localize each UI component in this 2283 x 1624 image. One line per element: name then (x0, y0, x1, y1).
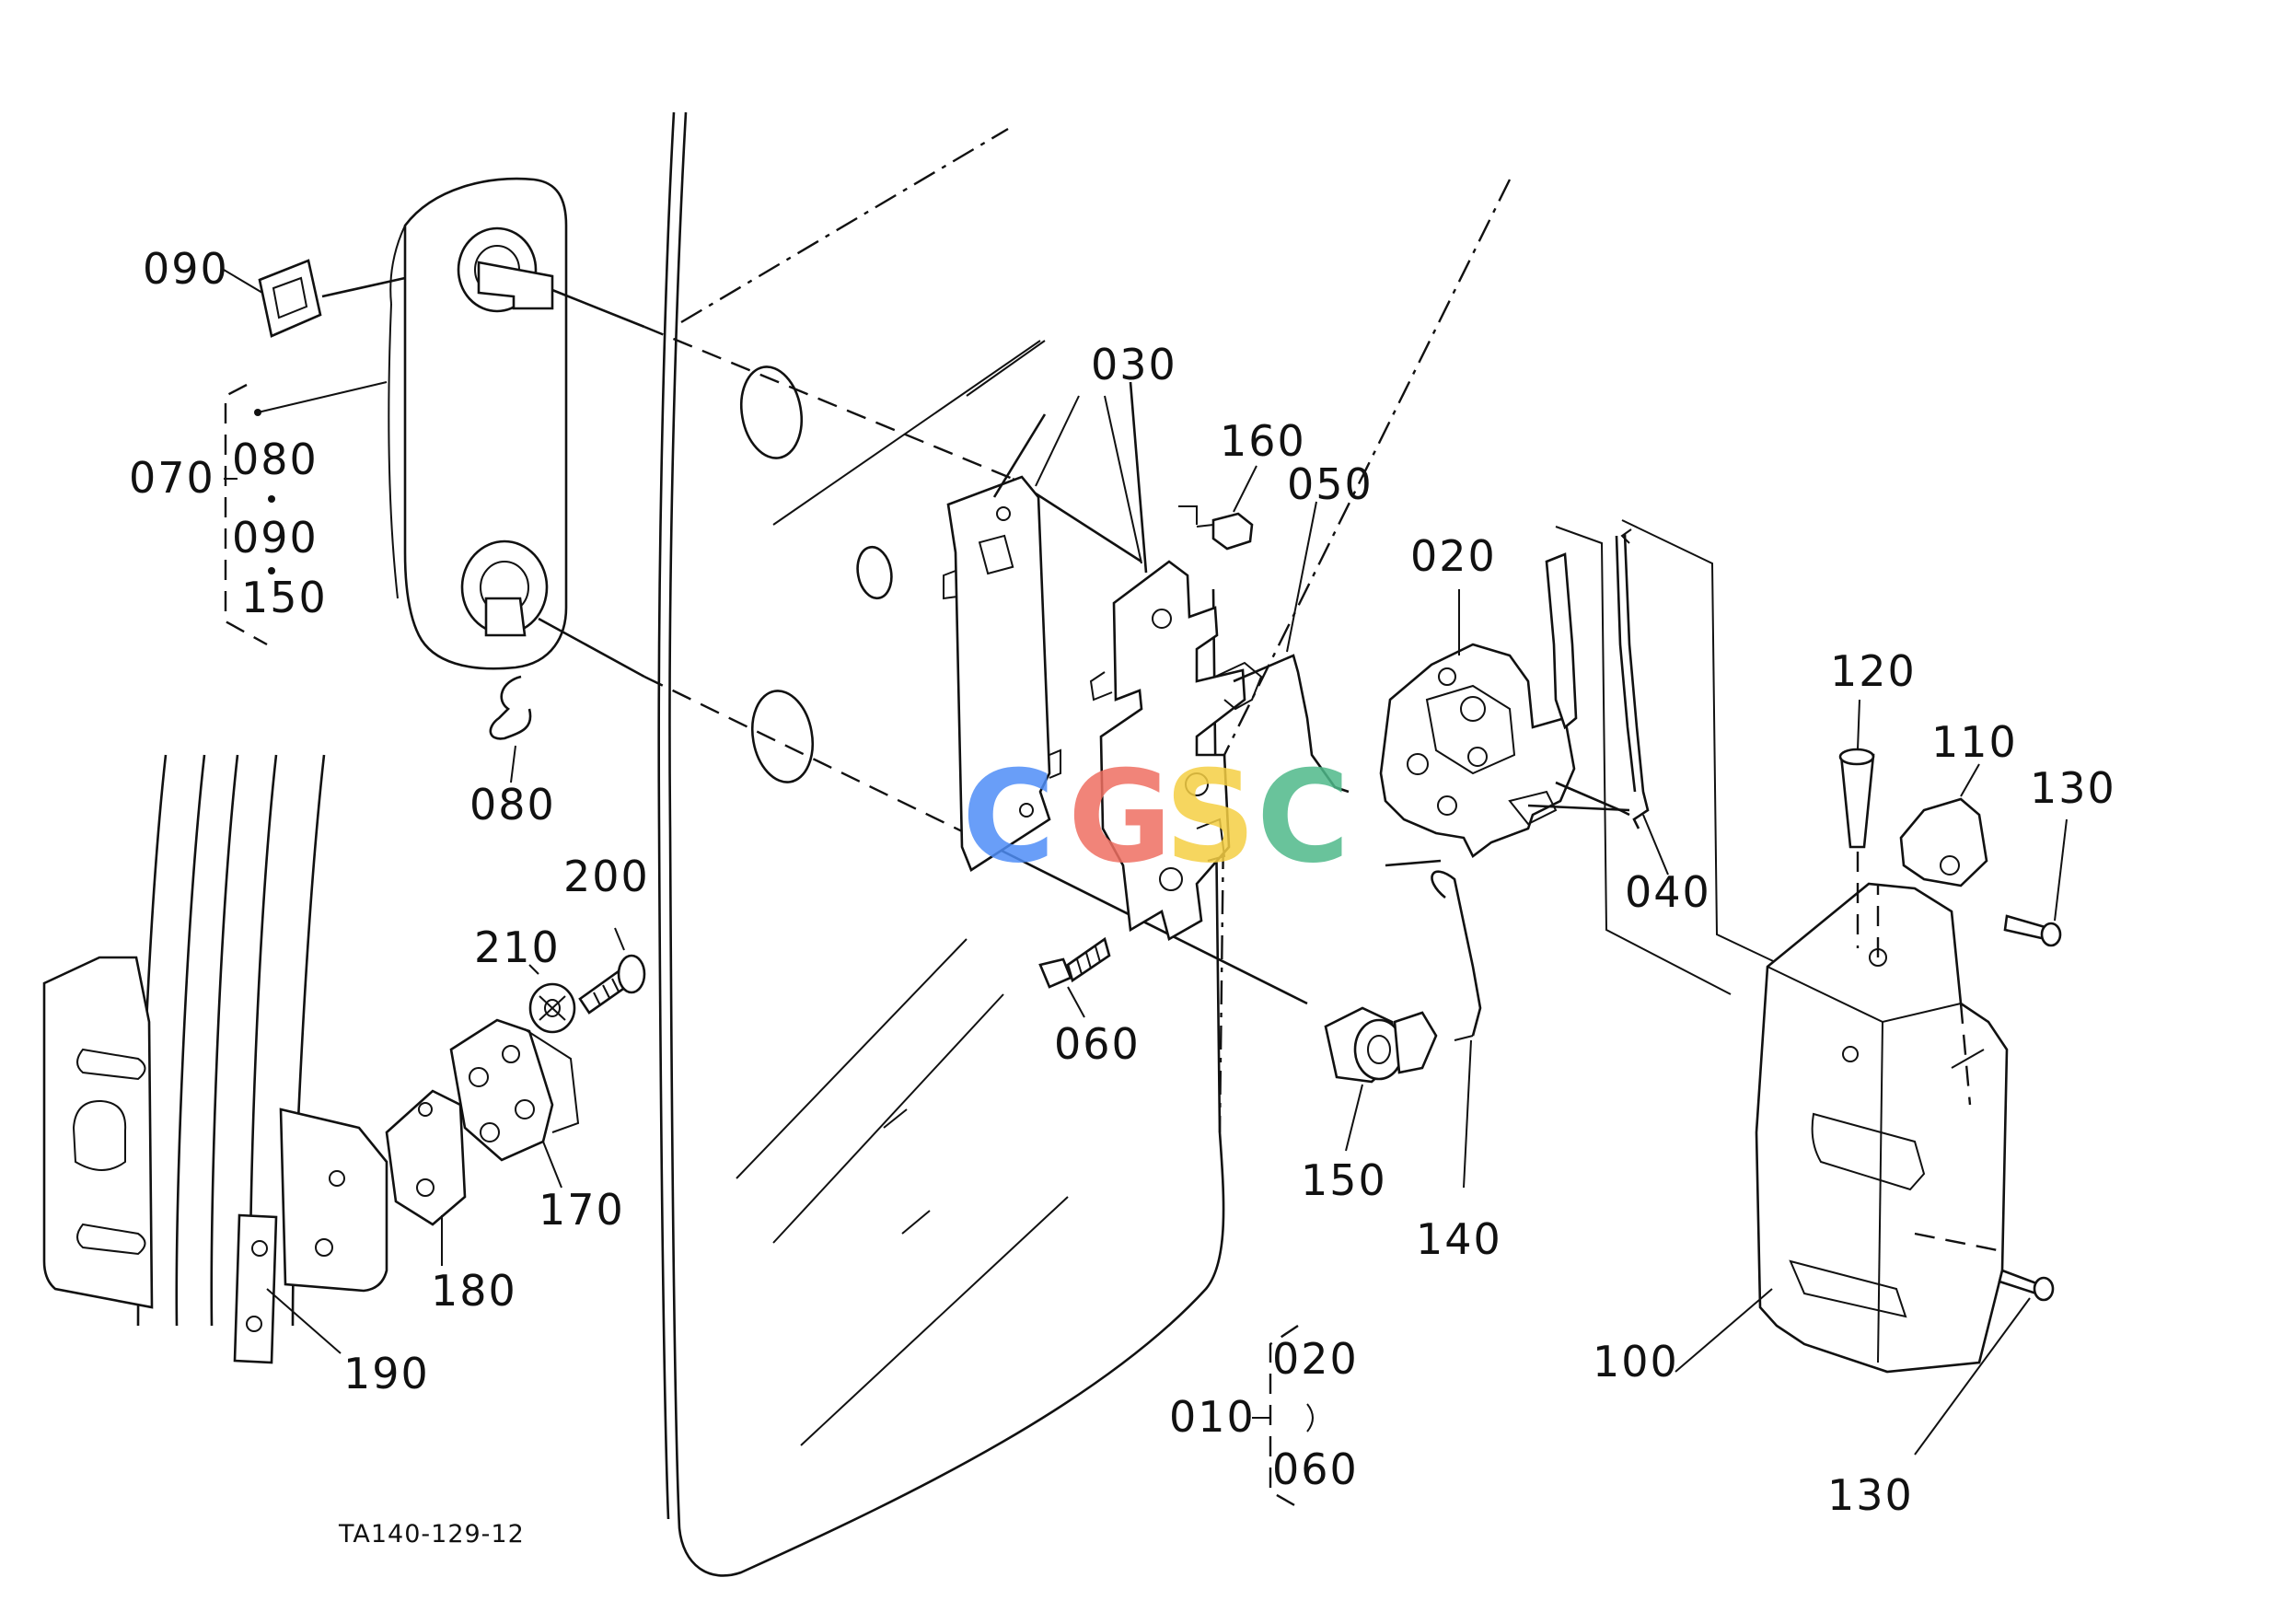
shim-180 (385, 1089, 467, 1266)
outer-door-handle-assembly (388, 177, 568, 670)
callout-210: 210 (474, 922, 561, 972)
callout-110: 110 (1931, 717, 2018, 767)
watermark-letter-c1: C (962, 743, 1055, 891)
callout-200: 200 (563, 852, 650, 901)
knob-110 (1899, 763, 1988, 887)
callout-170: 170 (539, 1185, 625, 1235)
striker-plate-190 (233, 1213, 342, 1364)
callout-010: 010 (1169, 1392, 1256, 1442)
bolt-200 (578, 927, 646, 1015)
drawing-code: TA140-129-12 (338, 1520, 525, 1549)
latch-base-plate-030 (943, 475, 1061, 872)
screw-130-top (2003, 818, 2068, 947)
door-glass-panel (657, 111, 1512, 1577)
key-lock-cylinder-150 (1324, 1006, 1438, 1152)
latch-cover-100 (1675, 882, 2009, 1374)
watermark-letter-s: S (1165, 743, 1256, 891)
control-rod-040 (1527, 519, 1805, 995)
latch-bracket-030 (992, 381, 1263, 941)
watermark-letter-c2: C (1257, 743, 1350, 891)
callout-090-group: 090 (232, 513, 319, 563)
callout-100: 100 (1593, 1337, 1679, 1386)
striker-bracket-170 (449, 1018, 580, 1189)
callout-140: 140 (1416, 1214, 1502, 1264)
callout-130-bottom: 130 (1827, 1470, 1914, 1520)
cab-frame-post (42, 754, 388, 1327)
door-latch-020 (1379, 552, 1630, 867)
square-washer-090 (223, 259, 406, 338)
callout-190: 190 (343, 1349, 430, 1398)
callout-150: 150 (1301, 1155, 1387, 1205)
watermark-logo: C G S C (962, 743, 1350, 891)
watermark-letter-g: G (1068, 743, 1172, 891)
callout-060: 060 (1054, 1019, 1141, 1069)
callout-180: 180 (431, 1266, 517, 1316)
callout-080-group: 080 (232, 435, 319, 484)
callout-130-top: 130 (2030, 763, 2116, 813)
callout-050: 050 (1287, 459, 1373, 509)
group-bracket-010 (1252, 1325, 1314, 1512)
group-bracket-070 (224, 381, 388, 646)
callout-060-group: 060 (1272, 1444, 1359, 1494)
washer-210 (528, 964, 576, 1034)
callout-160: 160 (1220, 416, 1306, 466)
link-rod-050 (1233, 501, 1350, 794)
retaining-clip-080 (489, 675, 532, 783)
callout-120: 120 (1830, 646, 1917, 696)
pin-120 (1838, 699, 1875, 948)
bolt-160 (1178, 465, 1257, 551)
callout-080-clip: 080 (469, 780, 556, 829)
callout-090: 090 (143, 244, 229, 294)
callout-020-group: 020 (1272, 1334, 1359, 1384)
screw-060 (1038, 936, 1111, 1018)
link-rod-140 (1431, 870, 1482, 1189)
callout-070: 070 (129, 453, 215, 503)
callout-150-group: 150 (241, 573, 328, 622)
callout-040: 040 (1625, 867, 1711, 917)
callout-020: 020 (1410, 531, 1497, 581)
callout-030: 030 (1091, 340, 1177, 389)
screw-130-bottom (1914, 1269, 2055, 1456)
